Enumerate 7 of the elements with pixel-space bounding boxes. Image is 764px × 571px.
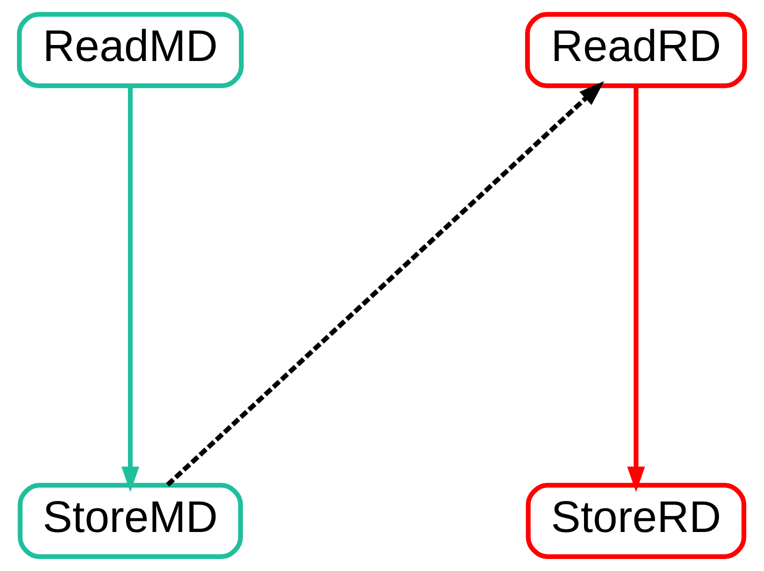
arrow: [627, 86, 645, 492]
arrow: [166, 81, 604, 487]
node-box: StoreMD: [18, 482, 243, 559]
node-box: ReadMD: [16, 12, 244, 88]
node-box: ReadRD: [525, 12, 748, 88]
node-box: StoreRD: [526, 482, 746, 559]
arrow: [121, 86, 140, 492]
